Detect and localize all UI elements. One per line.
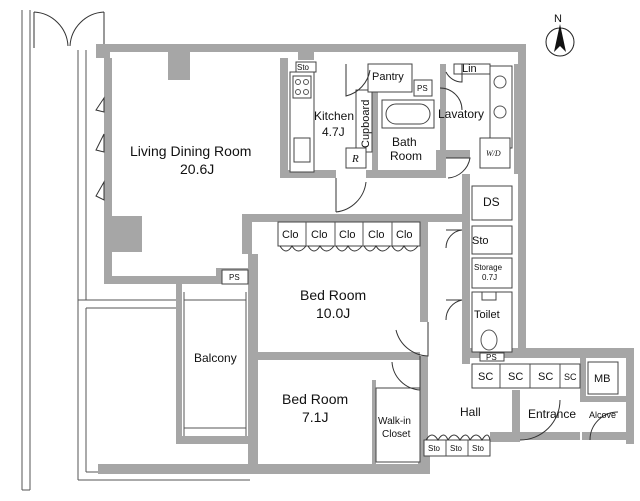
closet-label-2: Clo	[311, 229, 328, 241]
pantry-ps-label: PS	[417, 84, 428, 93]
cupboard-label: Cupboard	[360, 100, 372, 148]
living-dining-name: Living Dining Room	[130, 143, 251, 159]
balcony-ps-label: PS	[229, 273, 240, 282]
ds-label: DS	[483, 195, 500, 209]
entrance-label: Entrance	[528, 407, 576, 421]
kitchen-sto-label: Sto	[297, 63, 310, 72]
closet-label-4: Clo	[368, 229, 385, 241]
lavatory-label: Lavatory	[438, 107, 484, 121]
closet-label-1: Clo	[282, 229, 299, 241]
closet-label-3: Clo	[339, 229, 356, 241]
compass-letter: N	[554, 13, 562, 25]
bed1-name: Bed Room	[300, 287, 366, 303]
balcony-label: Balcony	[194, 351, 237, 365]
terrace-door	[33, 11, 105, 48]
bottom-sto-label-2: Sto	[450, 444, 463, 453]
closet-label-5: Clo	[396, 229, 413, 241]
washer-dryer-label: W/D	[486, 149, 501, 158]
bath-line2: Room	[390, 149, 422, 163]
sc-label-3: SC	[538, 371, 553, 383]
kitchen-name: Kitchen	[314, 109, 354, 123]
toilet-label: Toilet	[474, 309, 500, 321]
pantry-label: Pantry	[372, 71, 404, 83]
sc-label-1: SC	[478, 371, 493, 383]
bath-line1: Bath	[392, 135, 417, 149]
walk-in-line2: Closet	[382, 429, 411, 440]
north-compass: N	[545, 13, 575, 57]
mb-label: MB	[594, 373, 611, 385]
hall-label: Hall	[460, 405, 481, 419]
living-dining-size: 20.6J	[180, 161, 214, 177]
sto-label: Sto	[472, 235, 489, 247]
sc-label-2: SC	[508, 371, 523, 383]
linen-label: Lin	[462, 63, 477, 75]
walls	[96, 44, 634, 474]
fixtures	[95, 61, 619, 463]
doors	[279, 64, 619, 441]
bed2-size: 7.1J	[302, 409, 328, 425]
storage-size: 0.7J	[482, 273, 497, 282]
storage-name: Storage	[474, 263, 503, 272]
refrigerator-label: R	[351, 153, 359, 165]
kitchen-size: 4.7J	[322, 125, 345, 139]
bed1-size: 10.0J	[316, 305, 350, 321]
room-labels: Living Dining Room 20.6J Kitchen 4.7J Cu…	[130, 63, 616, 453]
bottom-sto-label-1: Sto	[428, 444, 441, 453]
sc-label-4: SC	[564, 372, 577, 382]
bed2-name: Bed Room	[282, 391, 348, 407]
toilet-ps-label: PS	[486, 353, 497, 362]
walk-in-line1: Walk-in	[378, 416, 411, 427]
alcove-label: Alcove	[589, 410, 616, 420]
bottom-sto-label-3: Sto	[472, 444, 485, 453]
